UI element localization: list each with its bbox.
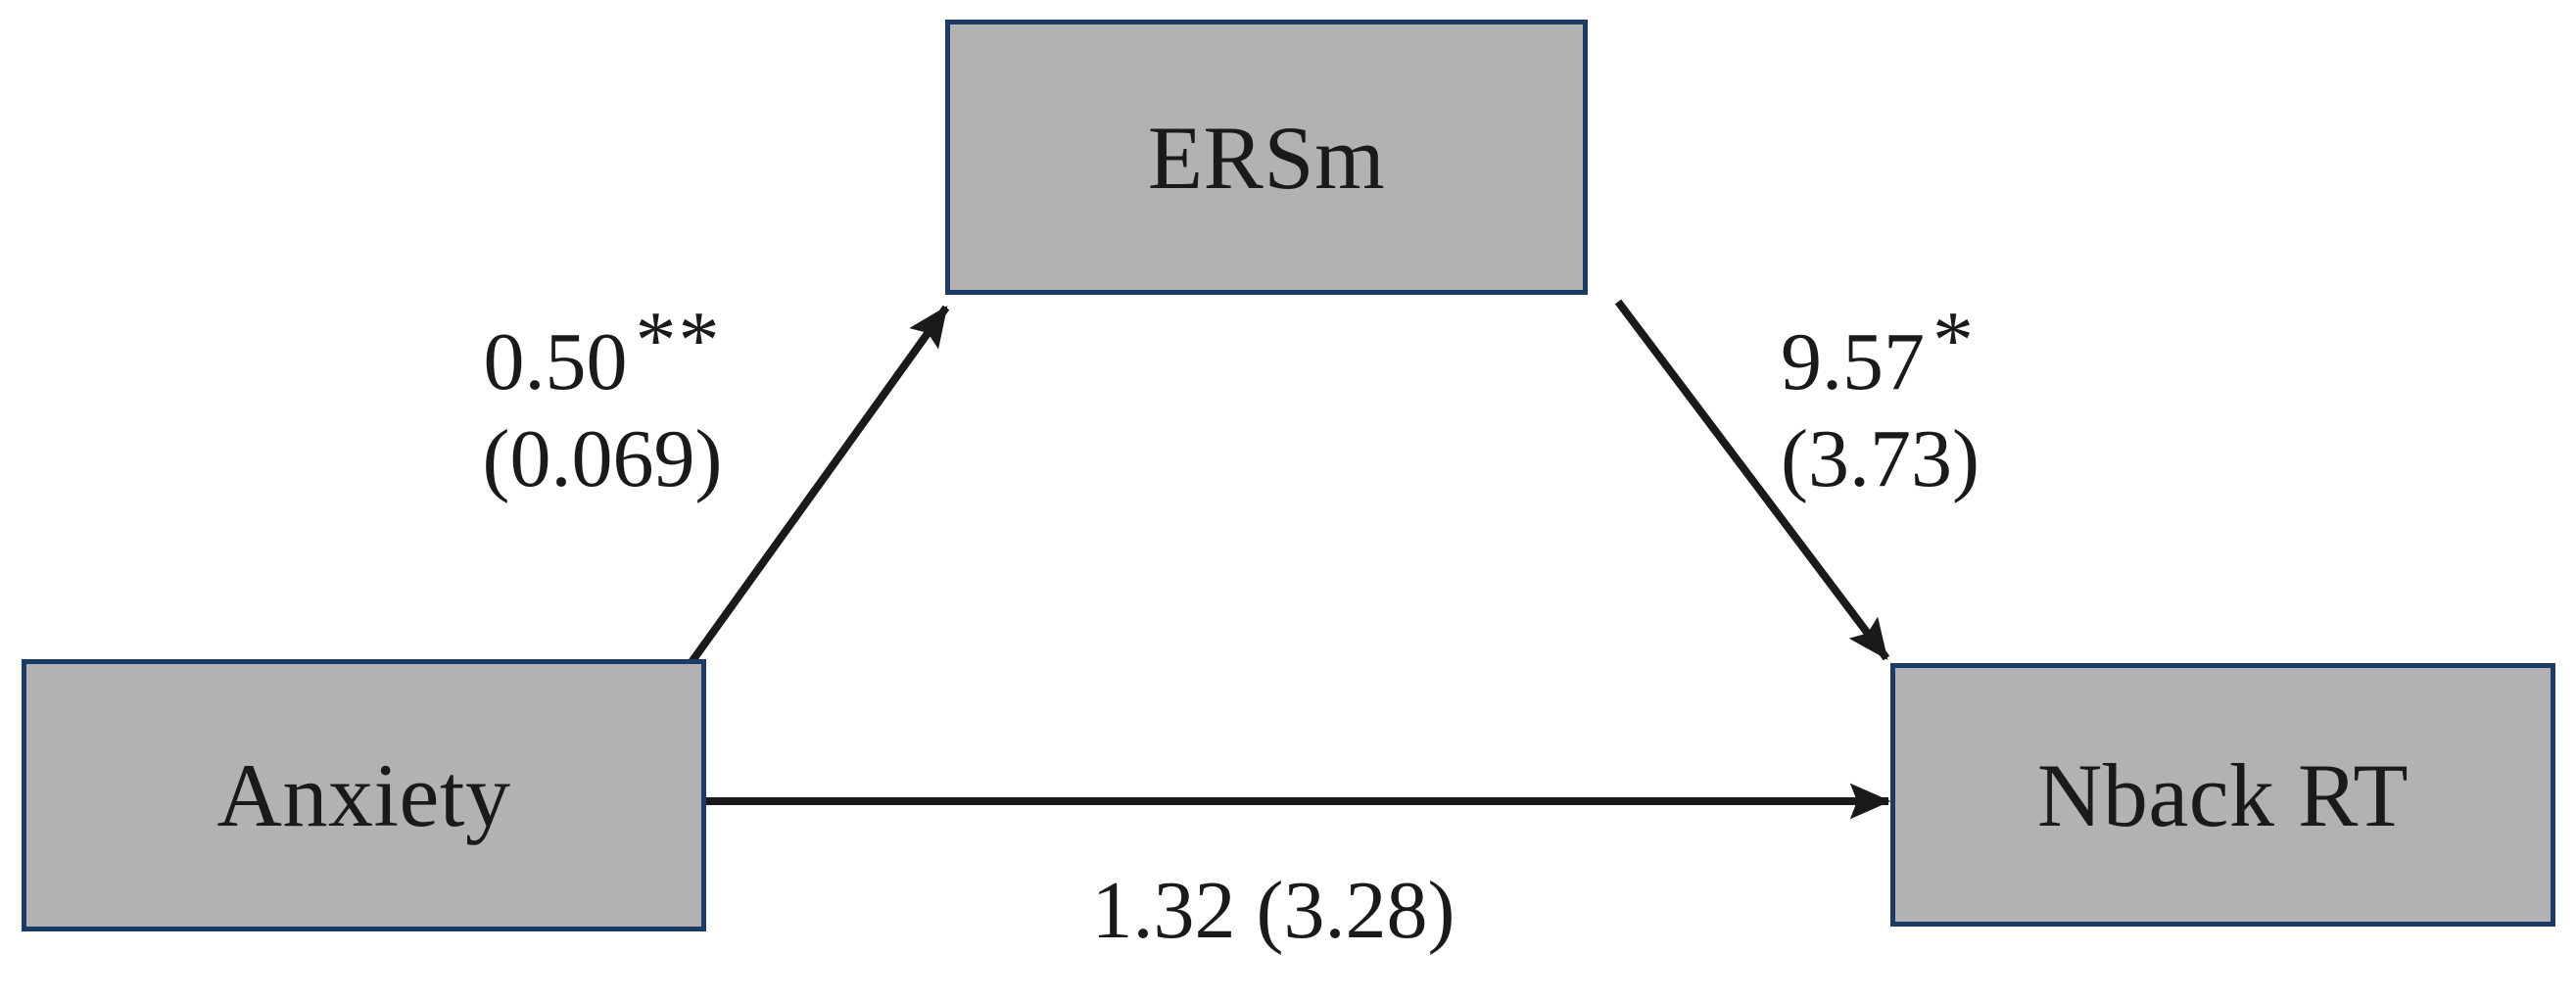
node-ersm: ERSm <box>945 20 1588 295</box>
c-path-coefficient: 1.32 (3.28) <box>1091 865 1455 956</box>
edge-label-c-path: 1.32 (3.28) <box>911 862 1636 959</box>
b-path-coefficient-line: 9.57* <box>1781 292 2241 410</box>
b-path-standard-error: (3.73) <box>1781 413 1980 505</box>
a-path-significance-stars: ** <box>635 295 722 386</box>
node-nback: Nback RT <box>1890 663 2555 927</box>
node-anxiety-label: Anxiety <box>216 745 511 845</box>
a-path-standard-error: (0.069) <box>482 413 723 505</box>
a-path-coefficient-line: 0.50** <box>377 292 828 410</box>
edge-label-b-path: 9.57* (3.73) <box>1781 292 2241 507</box>
a-path-coefficient: 0.50 <box>483 316 628 407</box>
node-ersm-label: ERSm <box>1147 107 1386 208</box>
node-nback-label: Nback RT <box>2036 744 2409 845</box>
b-path-coefficient: 9.57 <box>1781 316 1925 407</box>
b-path-significance-stars: * <box>1932 295 1976 386</box>
node-anxiety: Anxiety <box>22 659 706 931</box>
edge-label-a-path: 0.50** (0.069) <box>377 292 828 507</box>
